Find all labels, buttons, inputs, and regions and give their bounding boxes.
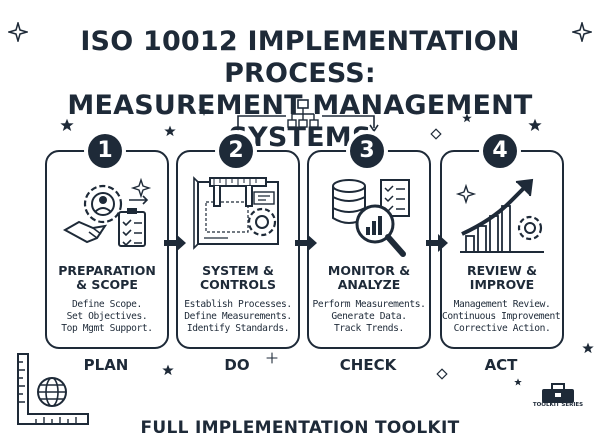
- step-number-badge: 1: [88, 134, 122, 168]
- star-icon: [60, 118, 74, 132]
- step-title: SYSTEM & CONTROLS: [199, 263, 276, 292]
- arrow-right-icon: [164, 234, 186, 252]
- step-items: Management Review. Continuous Improvemen…: [442, 299, 566, 334]
- phase-label: ACT: [484, 356, 518, 374]
- step-card-3: MONITOR & ANALYZE Perform Measurements. …: [307, 150, 431, 349]
- star-icon: [582, 342, 594, 354]
- step-card-2: SYSTEM & CONTROLS Establish Processes. D…: [176, 150, 300, 349]
- handshake-gear-checklist-icon: [62, 177, 152, 247]
- step-title: REVIEW & IMPROVE: [466, 263, 538, 292]
- footer-title: FULL IMPLEMENTATION TOOLKIT: [140, 418, 460, 438]
- page-title: ISO 10012 IMPLEMENTATION PROCESS: MEASUR…: [0, 26, 600, 154]
- star-icon: [514, 378, 522, 386]
- step-items: Define Scope. Set Objectives. Top Mgmt S…: [61, 299, 153, 334]
- step-card-4: REVIEW & IMPROVE Management Review. Cont…: [440, 150, 566, 349]
- flowchart-connector-icon: [237, 99, 379, 133]
- step-card-1: PREPARATION & SCOPE Define Scope. Set Ob…: [45, 150, 169, 349]
- growth-arrow-gear-icon: [455, 178, 544, 253]
- sparkle-icon: [8, 22, 28, 42]
- step-items: Perform Measurements. Generate Data. Tra…: [312, 299, 426, 334]
- star-icon: [162, 364, 174, 376]
- diamond-icon: [430, 128, 442, 140]
- sparkle-icon: [198, 104, 210, 116]
- diamond-icon: [436, 368, 448, 380]
- arrow-right-icon: [295, 234, 317, 252]
- step-title: PREPARATION & SCOPE: [58, 263, 156, 292]
- database-magnifier-chart-icon: [332, 179, 410, 257]
- ruler-globe-icon: [17, 353, 89, 425]
- title-line-1: ISO 10012 IMPLEMENTATION PROCESS:: [80, 26, 520, 89]
- step-title: MONITOR & ANALYZE: [327, 263, 411, 292]
- star-icon: [164, 125, 176, 137]
- phase-label: DO: [224, 356, 250, 374]
- toolbox-icon: [542, 383, 574, 403]
- phase-label: CHECK: [339, 356, 397, 374]
- star-icon: [528, 118, 542, 132]
- toolkit-series-label: TOOLKIT SERIES: [532, 402, 584, 408]
- sparkle-icon: [572, 22, 592, 42]
- step-number-badge: 3: [350, 134, 384, 168]
- step-items: Establish Processes. Define Measurements…: [184, 299, 292, 334]
- step-number-badge: 2: [219, 134, 253, 168]
- star-icon: [462, 113, 472, 123]
- phase-label: PLAN: [83, 356, 129, 374]
- sparkle-icon: [266, 352, 278, 364]
- caliper-blueprint-icon: [193, 176, 279, 250]
- step-number-badge: 4: [483, 134, 517, 168]
- arrow-right-icon: [426, 234, 448, 252]
- title-line-2: MEASUREMENT MANAGEMENT SYSTEMS: [67, 90, 533, 153]
